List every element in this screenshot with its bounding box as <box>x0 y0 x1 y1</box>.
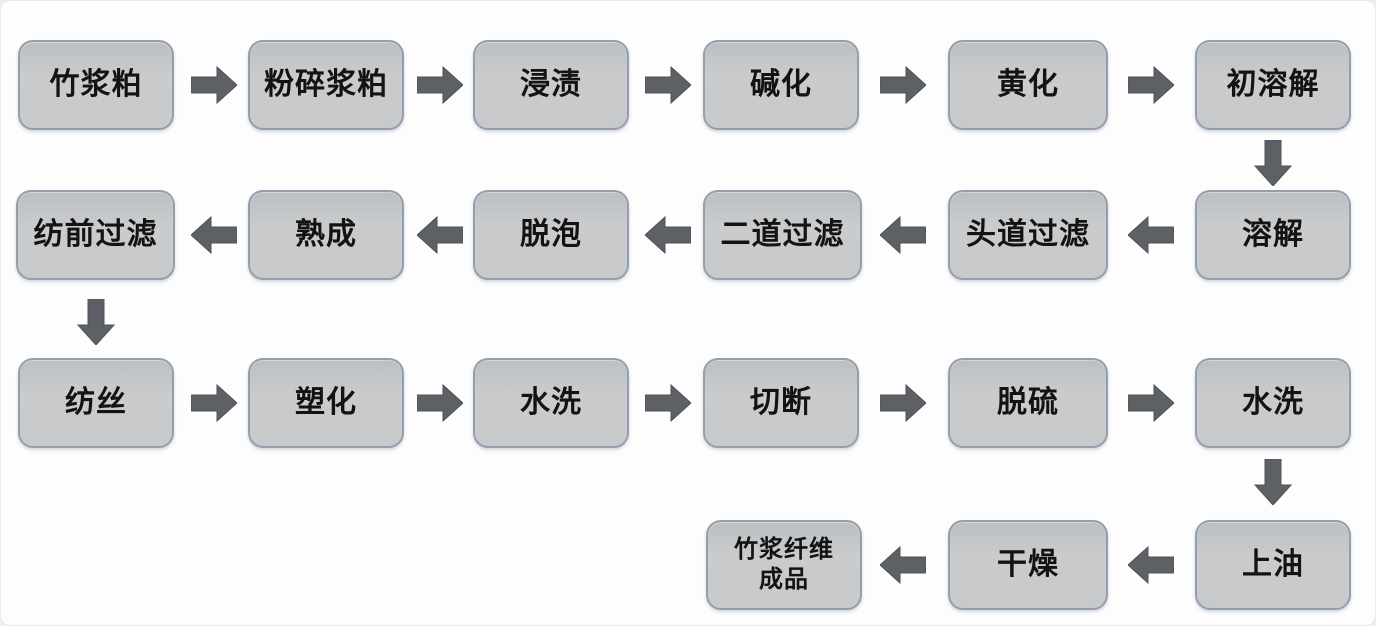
arrow-left-icon <box>880 215 926 255</box>
node-pre-spinning-filtration: 纺前过滤 <box>16 190 175 280</box>
arrow-left-icon <box>880 545 926 585</box>
node-drying: 干燥 <box>948 520 1108 610</box>
node-initial-dissolving: 初溶解 <box>1195 40 1351 130</box>
arrow-right-icon <box>1128 383 1174 423</box>
node-plasticizing: 塑化 <box>248 358 404 448</box>
node-spinning: 纺丝 <box>18 358 174 448</box>
arrow-right-icon <box>191 65 237 105</box>
arrow-left-icon <box>191 215 237 255</box>
node-ripening: 熟成 <box>248 190 404 280</box>
arrow-right-icon <box>645 383 691 423</box>
node-water-wash-2: 水洗 <box>1195 358 1351 448</box>
node-bamboo-pulp: 竹浆粕 <box>18 40 174 130</box>
arrow-left-icon <box>1128 545 1174 585</box>
node-impregnation: 浸渍 <box>473 40 629 130</box>
node-oiling: 上油 <box>1195 520 1351 610</box>
node-dissolving: 溶解 <box>1195 190 1351 280</box>
arrow-right-icon <box>417 65 463 105</box>
arrow-left-icon <box>645 215 691 255</box>
arrow-right-icon <box>880 383 926 423</box>
arrow-down-icon <box>76 299 116 345</box>
arrow-right-icon <box>1128 65 1174 105</box>
arrow-left-icon <box>1128 215 1174 255</box>
arrow-down-icon <box>1253 459 1293 505</box>
node-xanthation: 黄化 <box>948 40 1108 130</box>
node-crushed-pulp: 粉碎浆粕 <box>248 40 404 130</box>
node-water-wash-1: 水洗 <box>473 358 629 448</box>
arrow-right-icon <box>191 383 237 423</box>
node-desulfurization: 脱硫 <box>948 358 1108 448</box>
node-cutting: 切断 <box>703 358 859 448</box>
arrow-right-icon <box>880 65 926 105</box>
node-first-filtration: 头道过滤 <box>948 190 1108 280</box>
node-second-filtration: 二道过滤 <box>703 190 862 280</box>
node-defoaming: 脱泡 <box>473 190 629 280</box>
node-finished-product: 竹浆纤维 成品 <box>706 520 862 610</box>
arrow-down-icon <box>1253 140 1293 186</box>
node-alkalization: 碱化 <box>703 40 859 130</box>
arrow-left-icon <box>417 215 463 255</box>
arrow-right-icon <box>417 383 463 423</box>
arrow-right-icon <box>645 65 691 105</box>
